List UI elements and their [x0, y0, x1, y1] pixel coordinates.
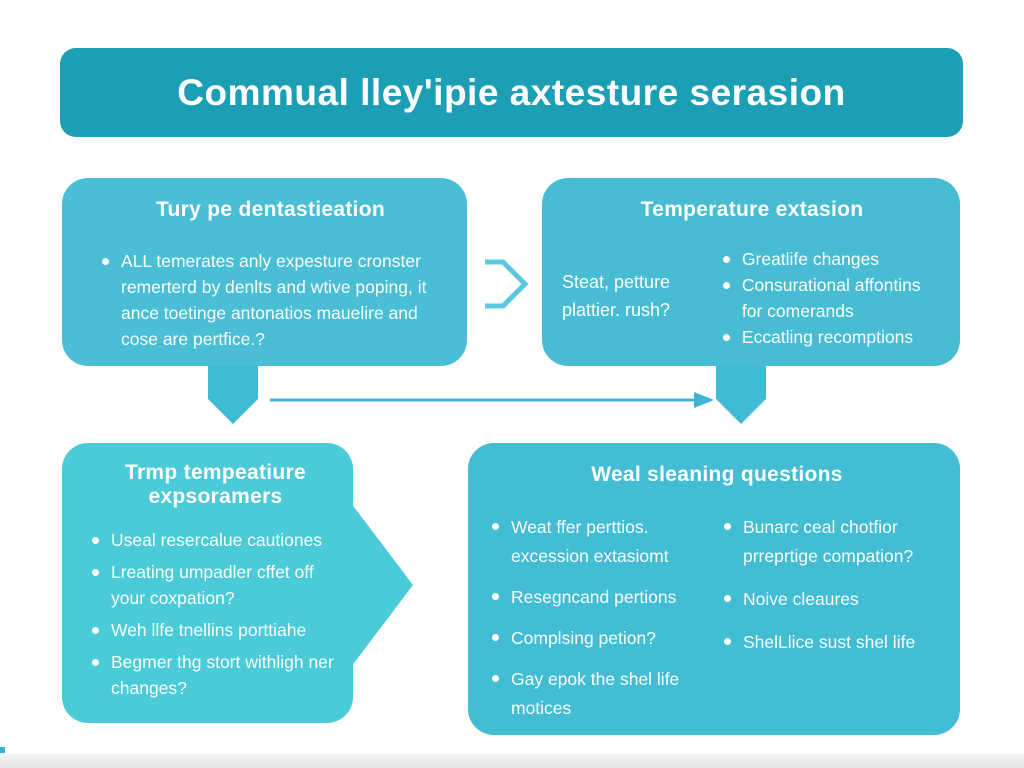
bullet-item: Consurational affontins for comerands: [722, 272, 942, 324]
bullet-item: Greatlife changes: [722, 246, 942, 272]
box-bottom-right-left-list: Weat ffer perttios. excession extasiomt …: [492, 513, 710, 735]
bullet-item: Begmer thg stort withligh ner changes?: [92, 649, 339, 701]
bullet-item: Lreating umpadler cffet off your coxpati…: [92, 559, 339, 611]
bullet-item: Weh llfe tnellins porttiahe: [92, 617, 339, 643]
arrow-down-right-icon: [716, 366, 766, 424]
box-top-right-columns: Steat, petture plattier. rush? Greatlife…: [562, 246, 942, 350]
bottom-strip: [0, 753, 1024, 768]
box-bottom-left-bullet-list: Useal resercalue cautiones Lreating umpa…: [92, 527, 339, 701]
bullet-item: ShelLlice sust shel life: [724, 628, 942, 657]
chevron-right-icon: [485, 259, 529, 309]
bullet-dot-icon: [92, 569, 99, 576]
box-bottom-right: Weal sleaning questions Weat ffer pertti…: [468, 443, 960, 735]
callout-point-icon: [351, 503, 413, 667]
bullet-dot-icon: [492, 523, 499, 530]
arrow-down-left-icon: [208, 366, 258, 424]
bullet-dot-icon: [492, 593, 499, 600]
flow-arrow-right-icon: [270, 392, 714, 408]
bullet-dot-icon: [492, 634, 499, 641]
bullet-item: Noive cleaures: [724, 585, 942, 614]
bullet-item: Useal resercalue cautiones: [92, 527, 339, 553]
bullet-dot-icon: [92, 627, 99, 634]
bullet-text: Lreating umpadler cffet off your coxpati…: [111, 562, 314, 608]
bullet-dot-icon: [92, 659, 99, 666]
box-top-right-bullet-list: Greatlife changes Consurational affontin…: [722, 246, 942, 350]
box-top-left-bullet-list: ALL temerates anly expesture cronster re…: [102, 248, 439, 352]
bullet-text: Eccatling recomptions: [741, 327, 914, 347]
bullet-text: Useal resercalue cautiones: [111, 530, 323, 550]
bullet-item: Complsing petion?: [492, 624, 710, 653]
bullet-dot-icon: [724, 595, 731, 602]
header-banner: Commual lley'ipie axtesture serasion: [60, 48, 963, 137]
bullet-item: Bunarc ceal chotfior prreprtige compatio…: [724, 513, 942, 571]
box-top-left-title: Tury pe dentastieation: [155, 198, 386, 221]
bullet-text: Consurational affontins for comerands: [741, 275, 921, 321]
bullet-dot-icon: [722, 256, 730, 263]
bullet-dot-icon: [724, 523, 731, 530]
bullet-text: ShelLlice sust shel life: [743, 632, 916, 652]
box-bottom-right-title: Weal sleaning questions: [591, 463, 843, 486]
bullet-item: Gay epok the shel life motices: [492, 665, 710, 723]
bullet-item: Eccatling recomptions: [722, 324, 942, 350]
bullet-text: Weat ffer perttios. excession extasiomt: [511, 517, 669, 566]
bullet-dot-icon: [102, 258, 109, 265]
bullet-text: Weh llfe tnellins porttiahe: [111, 620, 307, 640]
bullet-dot-icon: [724, 638, 731, 645]
bullet-dot-icon: [92, 537, 99, 544]
bullet-item: ALL temerates anly expesture cronster re…: [102, 248, 439, 352]
bullet-text: Bunarc ceal chotfior prreprtige compatio…: [743, 517, 914, 566]
box-top-left: Tury pe dentastieation ALL temerates anl…: [62, 178, 467, 366]
box-bottom-left-title: Trmp tempeatiure expsoramers: [124, 461, 306, 508]
side-text: Steat, petture plattier. rush?: [562, 272, 671, 320]
bullet-item: Resegncand pertions: [492, 583, 710, 612]
box-bottom-right-columns: Weat ffer perttios. excession extasiomt …: [492, 513, 942, 735]
bullet-text: Begmer thg stort withligh ner changes?: [111, 652, 334, 698]
page-title: Commual lley'ipie axtesture serasion: [177, 71, 846, 113]
box-bottom-right-right-list: Bunarc ceal chotfior prreprtige compatio…: [724, 513, 942, 735]
bullet-text: Complsing petion?: [511, 628, 656, 648]
bullet-dot-icon: [722, 334, 730, 341]
bullet-text: Resegncand pertions: [511, 587, 677, 607]
bullet-item: Weat ffer perttios. excession extasiomt: [492, 513, 710, 571]
bullet-text: Gay epok the shel life motices: [511, 669, 680, 718]
bullet-text: Greatlife changes: [741, 249, 880, 269]
box-top-right: Temperature extasion Steat, petture plat…: [542, 178, 960, 366]
box-bottom-left: Trmp tempeatiure expsoramers Useal reser…: [62, 443, 353, 723]
bullet-text: ALL temerates anly expesture cronster re…: [121, 251, 427, 349]
bullet-dot-icon: [492, 675, 499, 682]
bullet-text: Noive cleaures: [743, 589, 859, 609]
box-top-right-title: Temperature extasion: [640, 198, 864, 221]
bullet-dot-icon: [722, 282, 730, 289]
